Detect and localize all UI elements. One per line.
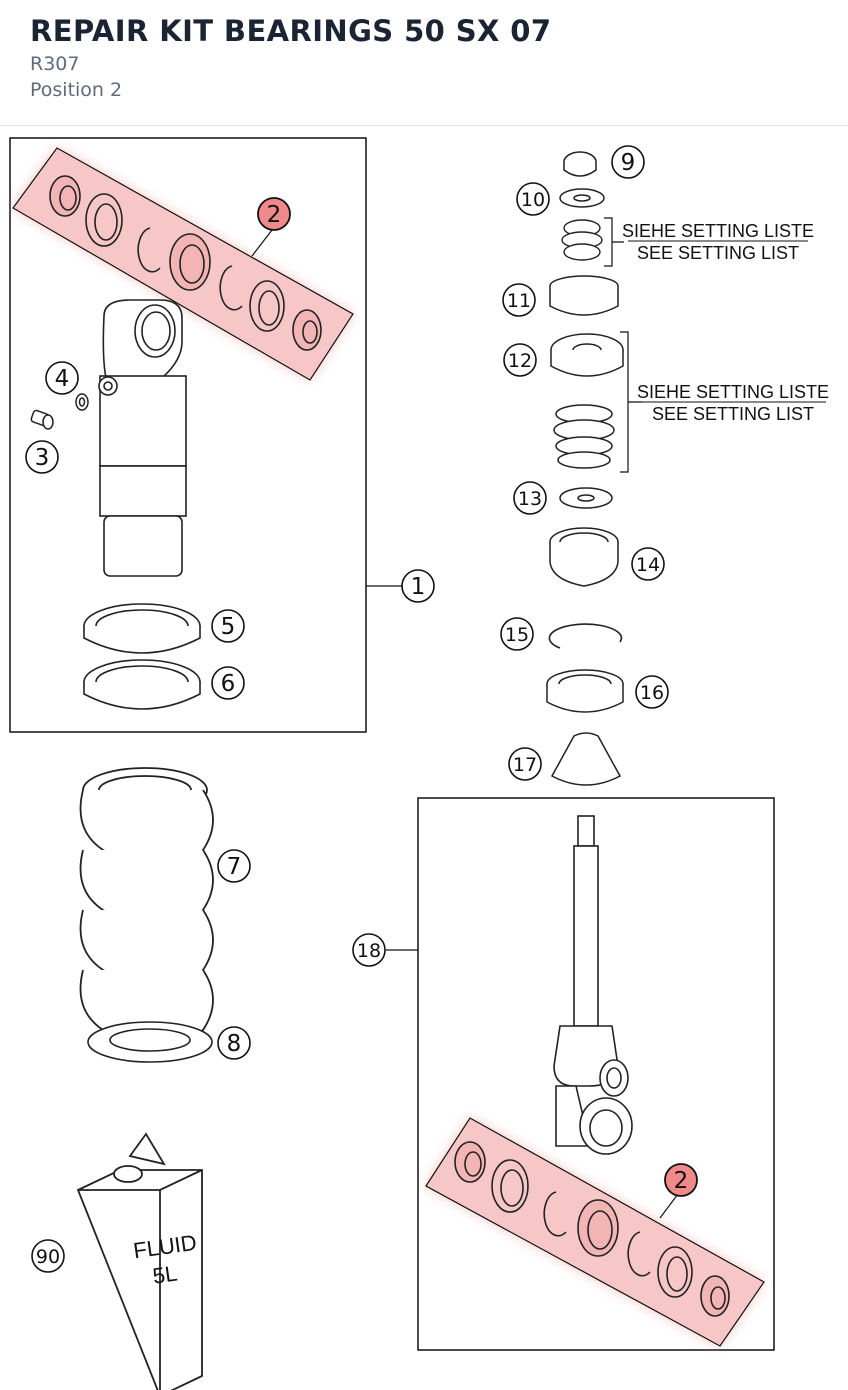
callout-10: 10	[521, 189, 545, 211]
callout-7: 7	[227, 854, 242, 880]
part-14-seal-head[interactable]	[549, 527, 619, 587]
assembly-frame-18	[417, 797, 775, 1351]
piston-rod[interactable]	[553, 815, 633, 1155]
callout-17: 17	[513, 754, 537, 776]
callout-13: 13	[518, 488, 542, 510]
part-13-washer[interactable]	[559, 487, 613, 509]
part-17-bump-stop[interactable]	[550, 732, 622, 786]
part-12-piston[interactable]	[550, 333, 624, 469]
callout-1: 1	[411, 574, 426, 600]
callout-14: 14	[636, 554, 660, 576]
part-9-nut[interactable]	[563, 151, 597, 177]
setting-note-2-de: SIEHE SETTING LISTE	[637, 382, 829, 402]
callout-9: 9	[621, 150, 636, 176]
assembly-frame-1	[9, 137, 367, 733]
part-15-circlip[interactable]	[548, 623, 623, 649]
position-label: Position 2	[30, 79, 123, 101]
setting-note-1-de: SIEHE SETTING LISTE	[622, 221, 814, 241]
part-3-bolt[interactable]	[30, 409, 54, 430]
bearing-kit-highlight-top[interactable]: 2	[12, 147, 354, 381]
callout-18: 18	[357, 940, 381, 962]
callout-2-top: 2	[267, 202, 282, 228]
shock-absorber-body[interactable]	[98, 299, 187, 577]
callout-90: 90	[36, 1246, 60, 1268]
callout-12: 12	[508, 350, 532, 372]
part-6-lock-nut[interactable]	[83, 659, 201, 710]
callout-6: 6	[221, 671, 236, 697]
fluid-label-line2: 5L	[151, 1260, 179, 1288]
callout-16: 16	[640, 682, 664, 704]
callout-4: 4	[55, 366, 70, 392]
part-11-ring[interactable]	[549, 275, 619, 316]
part-7-spring[interactable]	[79, 767, 214, 1046]
part-5-adjusting-nut[interactable]	[83, 603, 201, 654]
setting-note-2-en: SEE SETTING LIST	[652, 404, 814, 424]
part-4-washer[interactable]	[75, 393, 89, 411]
callout-11: 11	[507, 290, 531, 312]
part-8-spring-seat[interactable]	[87, 1021, 213, 1063]
part-16-seal[interactable]	[546, 669, 624, 713]
setting-note-1-en: SEE SETTING LIST	[637, 243, 799, 263]
callout-3: 3	[35, 445, 50, 471]
part-90-fluid-can[interactable]	[76, 1132, 203, 1390]
callout-5: 5	[221, 614, 236, 640]
page-header: REPAIR KIT BEARINGS 50 SX 07 R307 Positi…	[0, 0, 848, 126]
bearing-kit-highlight-bottom[interactable]: 2	[425, 1117, 765, 1347]
page-title: REPAIR KIT BEARINGS 50 SX 07	[30, 14, 552, 48]
shim-stack-upper[interactable]	[561, 219, 603, 261]
callout-15: 15	[505, 624, 529, 646]
part-10-washer[interactable]	[559, 188, 605, 208]
exploded-parts-diagram: 2 4 3 5 6 1	[9, 137, 829, 1390]
callout-2-bottom: 2	[674, 1168, 689, 1194]
part-code: R307	[30, 53, 80, 75]
callout-8: 8	[227, 1031, 242, 1057]
